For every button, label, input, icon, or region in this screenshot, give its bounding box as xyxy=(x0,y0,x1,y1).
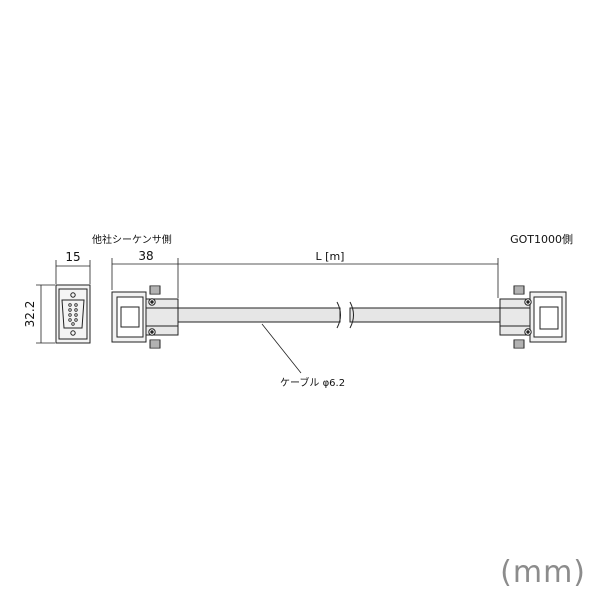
right-connector-side xyxy=(499,285,567,349)
connector-length-dimension xyxy=(111,258,179,298)
width-dimension xyxy=(55,260,91,284)
height-dimension-label: 32.2 xyxy=(23,301,37,328)
right-side-label: GOT1000側 xyxy=(510,233,573,246)
cable xyxy=(177,301,501,329)
connector-front-view xyxy=(55,284,91,344)
left-side-label: 他社シーケンサ側 xyxy=(92,233,172,246)
height-dimension xyxy=(36,284,55,344)
cable-leader-line xyxy=(261,323,302,374)
length-dimension xyxy=(178,258,499,298)
left-connector-side xyxy=(111,285,179,349)
width-dimension-label: 15 xyxy=(65,250,80,264)
unit-label: (mm) xyxy=(500,555,586,590)
cable-note-label: ケーブル φ6.2 xyxy=(280,376,345,389)
length-dimension-label: L [m] xyxy=(316,250,345,263)
connector-length-label: 38 xyxy=(138,249,153,263)
